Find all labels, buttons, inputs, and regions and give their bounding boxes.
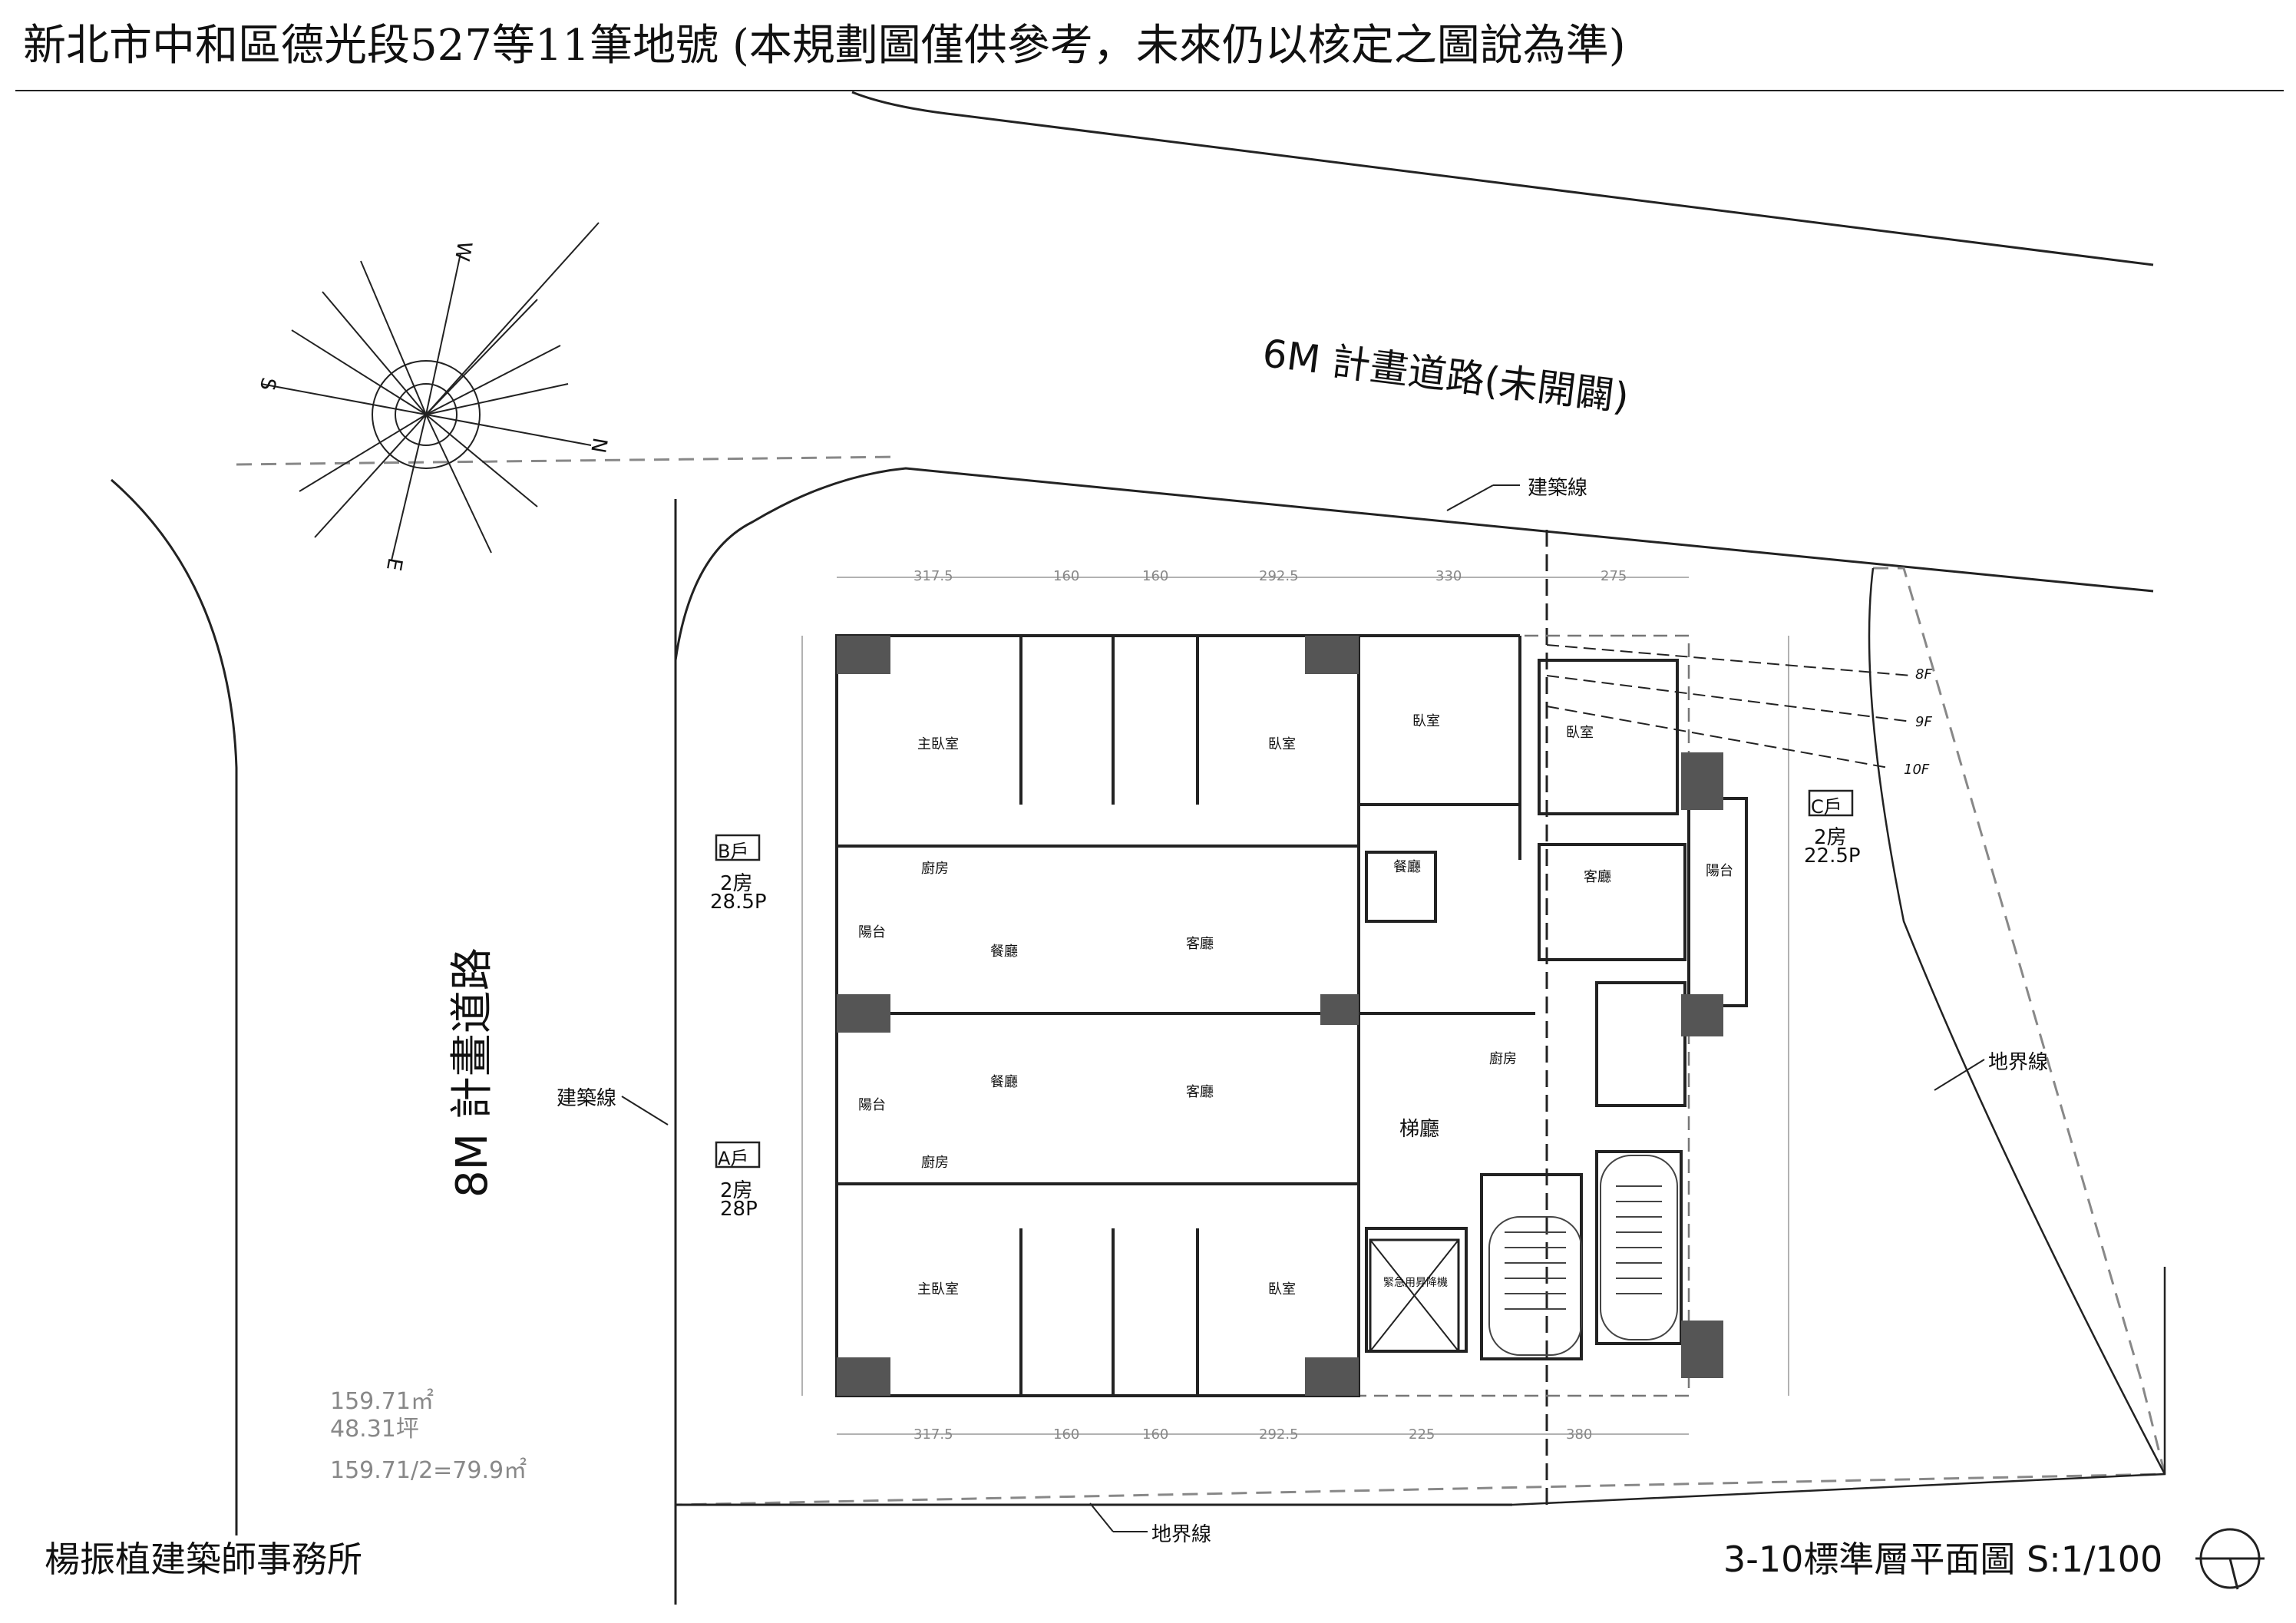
dim-bottom-6: 380: [1566, 1426, 1593, 1443]
boundary-line-bottom: [1511, 1267, 2166, 1506]
dim-top-2: 160: [1053, 568, 1080, 584]
dim-bottom-1: 317.5: [913, 1426, 953, 1443]
left-curb-curve: [111, 478, 238, 1535]
room-dining-b: 餐廳: [990, 944, 1018, 960]
room-balcony-b: 陽台: [858, 924, 886, 940]
dimension-lines: [801, 577, 1789, 1435]
area-sqm: 159.71㎡: [330, 1388, 434, 1415]
building-line-label-top: 建築線: [1528, 477, 1588, 500]
boundary-dashed: [236, 455, 2166, 1506]
unit-a-name: A戶: [718, 1148, 749, 1169]
boundary-line-right: [1868, 567, 2166, 1475]
room-dining-a: 餐廳: [990, 1074, 1018, 1090]
room-kitchen-c: 廚房: [1489, 1051, 1517, 1067]
room-master-bedroom-a: 主臥室: [917, 1281, 959, 1297]
boundary-label-right: 地界線: [1988, 1051, 2049, 1074]
unit-b-size: 28.5P: [710, 891, 767, 914]
room-elevator: 緊急用昇降機: [1383, 1277, 1448, 1289]
dim-top-6: 275: [1601, 568, 1627, 584]
floor-mark-10f: 10F: [1904, 762, 1930, 778]
unit-a-rooms: 2房: [720, 1179, 753, 1202]
unit-a-size: 28P: [720, 1198, 758, 1221]
unit-c-size: 22.5P: [1804, 845, 1861, 868]
dim-bottom-3: 160: [1142, 1426, 1169, 1443]
compass-west: W: [449, 239, 476, 263]
north-arrow: [2195, 1528, 2265, 1590]
top-road-edge: [851, 91, 2154, 266]
unit-tag-boxes: [715, 789, 1854, 1168]
stairwells: [1488, 1155, 1678, 1356]
dim-top-3: 160: [1142, 568, 1169, 584]
dim-bottom-2: 160: [1053, 1426, 1080, 1443]
sun-compass: [260, 222, 600, 561]
floor-mark-9f: 9F: [1915, 714, 1932, 730]
building-line-top: [674, 467, 2154, 661]
unit-b-rooms: 2房: [720, 872, 753, 895]
unit-c-rooms: 2房: [1814, 826, 1847, 849]
left-road-label: 8M 計畫道路: [448, 947, 497, 1198]
room-bedroom-a: 臥室: [1268, 1281, 1296, 1297]
firm-name: 楊振植建築師事務所: [45, 1539, 362, 1580]
room-balcony-c: 陽台: [1706, 863, 1733, 879]
building-outline: [835, 634, 1690, 1397]
area-half: 159.71/2=79.9㎡: [330, 1457, 527, 1484]
room-living-c: 客廳: [1584, 869, 1611, 885]
dim-top-1: 317.5: [913, 568, 953, 584]
boundary-label-bottom: 地界線: [1151, 1523, 1212, 1546]
floor-step-lines: [1546, 644, 1912, 769]
room-kitchen-a: 廚房: [921, 1155, 949, 1171]
room-balcony-a: 陽台: [858, 1097, 886, 1113]
area-ping: 48.31坪: [330, 1416, 419, 1443]
room-living-a: 客廳: [1186, 1084, 1214, 1100]
room-lobby: 梯廳: [1399, 1118, 1440, 1141]
floor-mark-8f: 8F: [1915, 666, 1932, 683]
dim-top-4: 292.5: [1259, 568, 1299, 584]
drawing-name: 3-10標準層平面圖 S:1/100: [1723, 1539, 2163, 1580]
dim-bottom-5: 225: [1409, 1426, 1435, 1443]
dim-top-5: 330: [1435, 568, 1462, 584]
room-bedroom-c-top: 臥室: [1412, 713, 1440, 729]
room-living-b: 客廳: [1186, 936, 1214, 952]
unit-b-name: B戶: [718, 841, 749, 862]
unit-c-name: C戶: [1811, 796, 1842, 818]
dim-bottom-4: 292.5: [1259, 1426, 1299, 1443]
drawing-title: 新北市中和區德光段527等11筆地號 (本規劃圖僅供參考，未來仍以核定之圖說為準…: [23, 21, 1626, 71]
leader-lines: [621, 484, 1985, 1532]
room-dining-c: 餐廳: [1393, 859, 1421, 875]
room-master-bedroom-b: 主臥室: [917, 736, 959, 752]
room-kitchen-b: 廚房: [921, 861, 949, 877]
room-bedroom-b: 臥室: [1268, 736, 1296, 752]
room-bedroom-c: 臥室: [1566, 725, 1594, 741]
structural-columns: [837, 636, 1723, 1396]
building-line-label-left: 建築線: [557, 1087, 617, 1110]
elevator-shaft: [1369, 1238, 1460, 1353]
